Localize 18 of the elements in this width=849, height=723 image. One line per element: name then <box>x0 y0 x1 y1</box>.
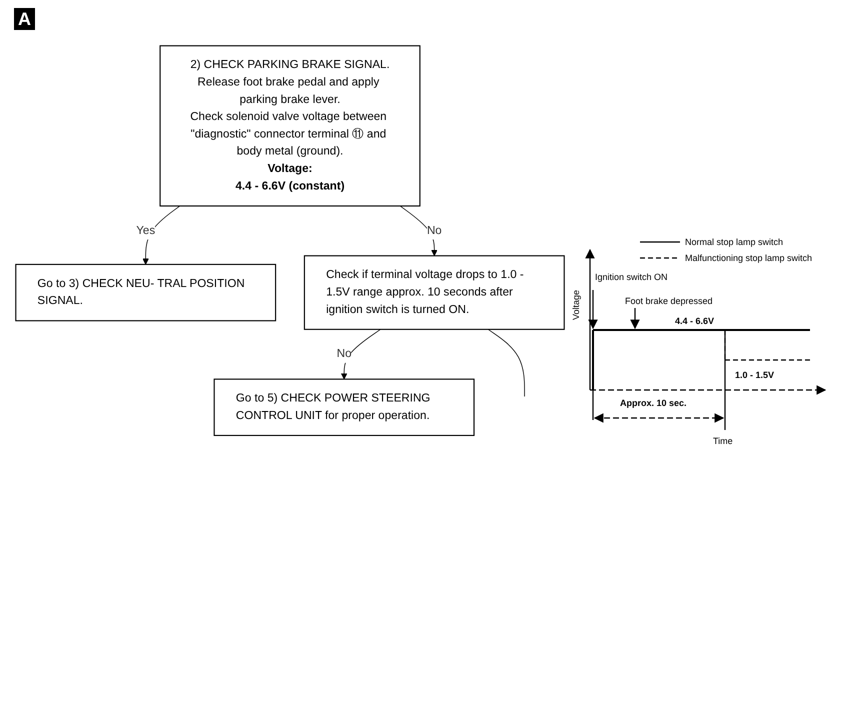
axis-label: Time <box>713 436 733 447</box>
value-label: 4.4 - 6.6V <box>675 316 714 327</box>
annotation-text: Ignition switch ON <box>595 272 668 283</box>
arrow <box>400 206 438 256</box>
process-box: Check if terminal voltage drops to 1.0 - 1.5V range approx. 10 seconds after ignition switch is turned ON. <box>304 255 565 330</box>
arrow <box>340 329 381 380</box>
annotation-text: Foot brake depressed <box>625 296 713 307</box>
value-label: 1.0 - 1.5V <box>735 370 774 381</box>
connector-line <box>488 329 525 397</box>
process-box: Go to 5) CHECK POWER STEERING CONTROL UNIT for proper operation. <box>214 378 475 436</box>
legend-text: Malfunctioning stop lamp switch <box>685 253 812 264</box>
process-box: Go to 3) CHECK NEU- TRAL POSITION SIGNAL. <box>15 264 276 322</box>
legend-text: Normal stop lamp switch <box>685 237 784 248</box>
section-letter: A <box>14 8 35 30</box>
arrow <box>142 206 180 265</box>
duration-label: Approx. 10 sec. <box>620 398 687 409</box>
axis-label: Voltage <box>571 290 582 320</box>
process-box: 2) CHECK PARKING BRAKE SIGNAL. Release foot brake pedal and apply parking brake lever. Check solenoid valve voltage between "diagnostic" connector terminal ⑪ and body metal (ground). Voltage: 4.4 - 6.6V (constant) <box>160 45 420 207</box>
